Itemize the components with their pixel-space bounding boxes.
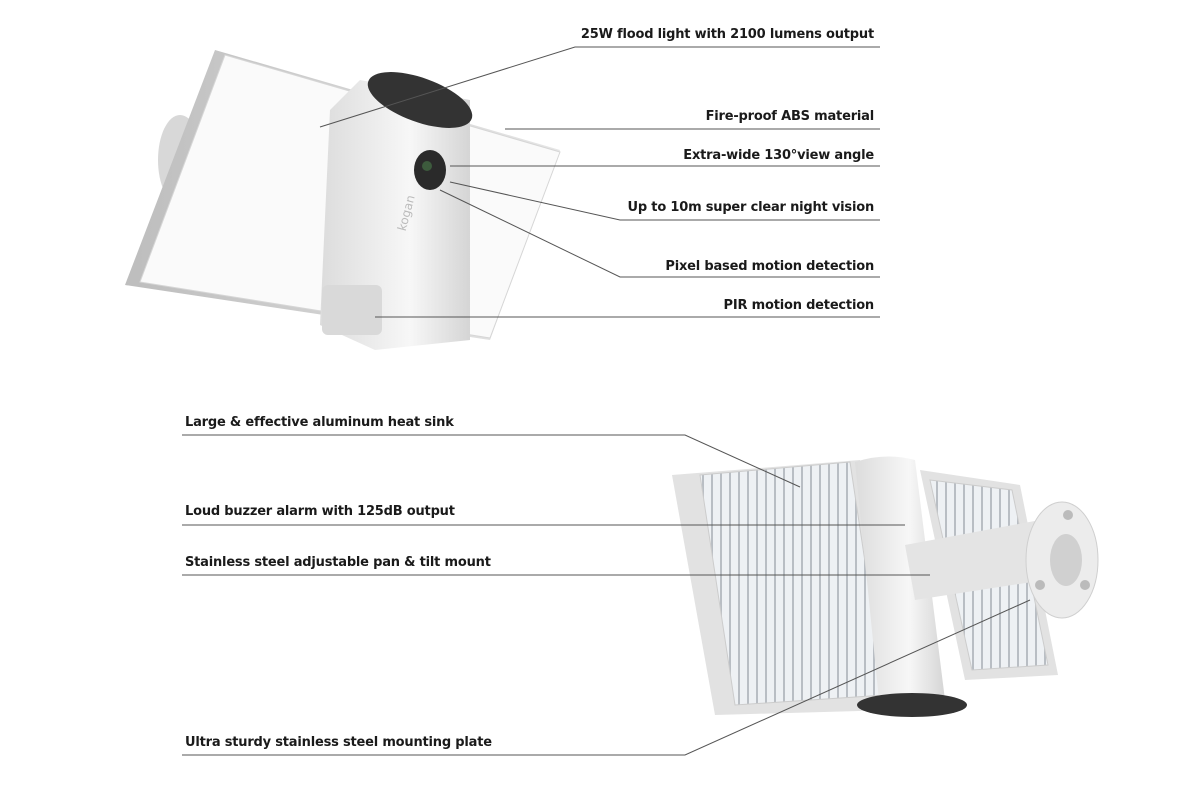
floodlight-camera-rear [672, 456, 1099, 717]
callout-pixel-motion: Pixel based motion detection [665, 259, 874, 274]
camera-body [320, 80, 470, 350]
callout-view-angle: Extra-wide 130°view angle [683, 148, 874, 163]
floodlight-camera-front: kogan [125, 50, 561, 350]
callout-heat-sink: Large & effective aluminum heat sink [185, 415, 454, 430]
pir-sensor-icon [322, 285, 382, 335]
camera-body-rear [855, 456, 945, 711]
callout-fireproof-material: Fire-proof ABS material [705, 109, 875, 124]
callout-pan-tilt-mount: Stainless steel adjustable pan & tilt mo… [185, 555, 491, 570]
callout-night-vision: Up to 10m super clear night vision [627, 200, 875, 215]
leader-lines [182, 46, 1031, 756]
callout-mounting-plate: Ultra sturdy stainless steel mounting pl… [185, 735, 492, 750]
callout-buzzer-alarm: Loud buzzer alarm with 125dB output [185, 504, 455, 519]
camera-top-icon [367, 72, 473, 128]
pan-tilt-arm [905, 520, 1045, 600]
callout-flood-light: 25W flood light with 2100 lumens output [580, 27, 874, 42]
callout-pir-motion: PIR motion detection [723, 298, 875, 313]
